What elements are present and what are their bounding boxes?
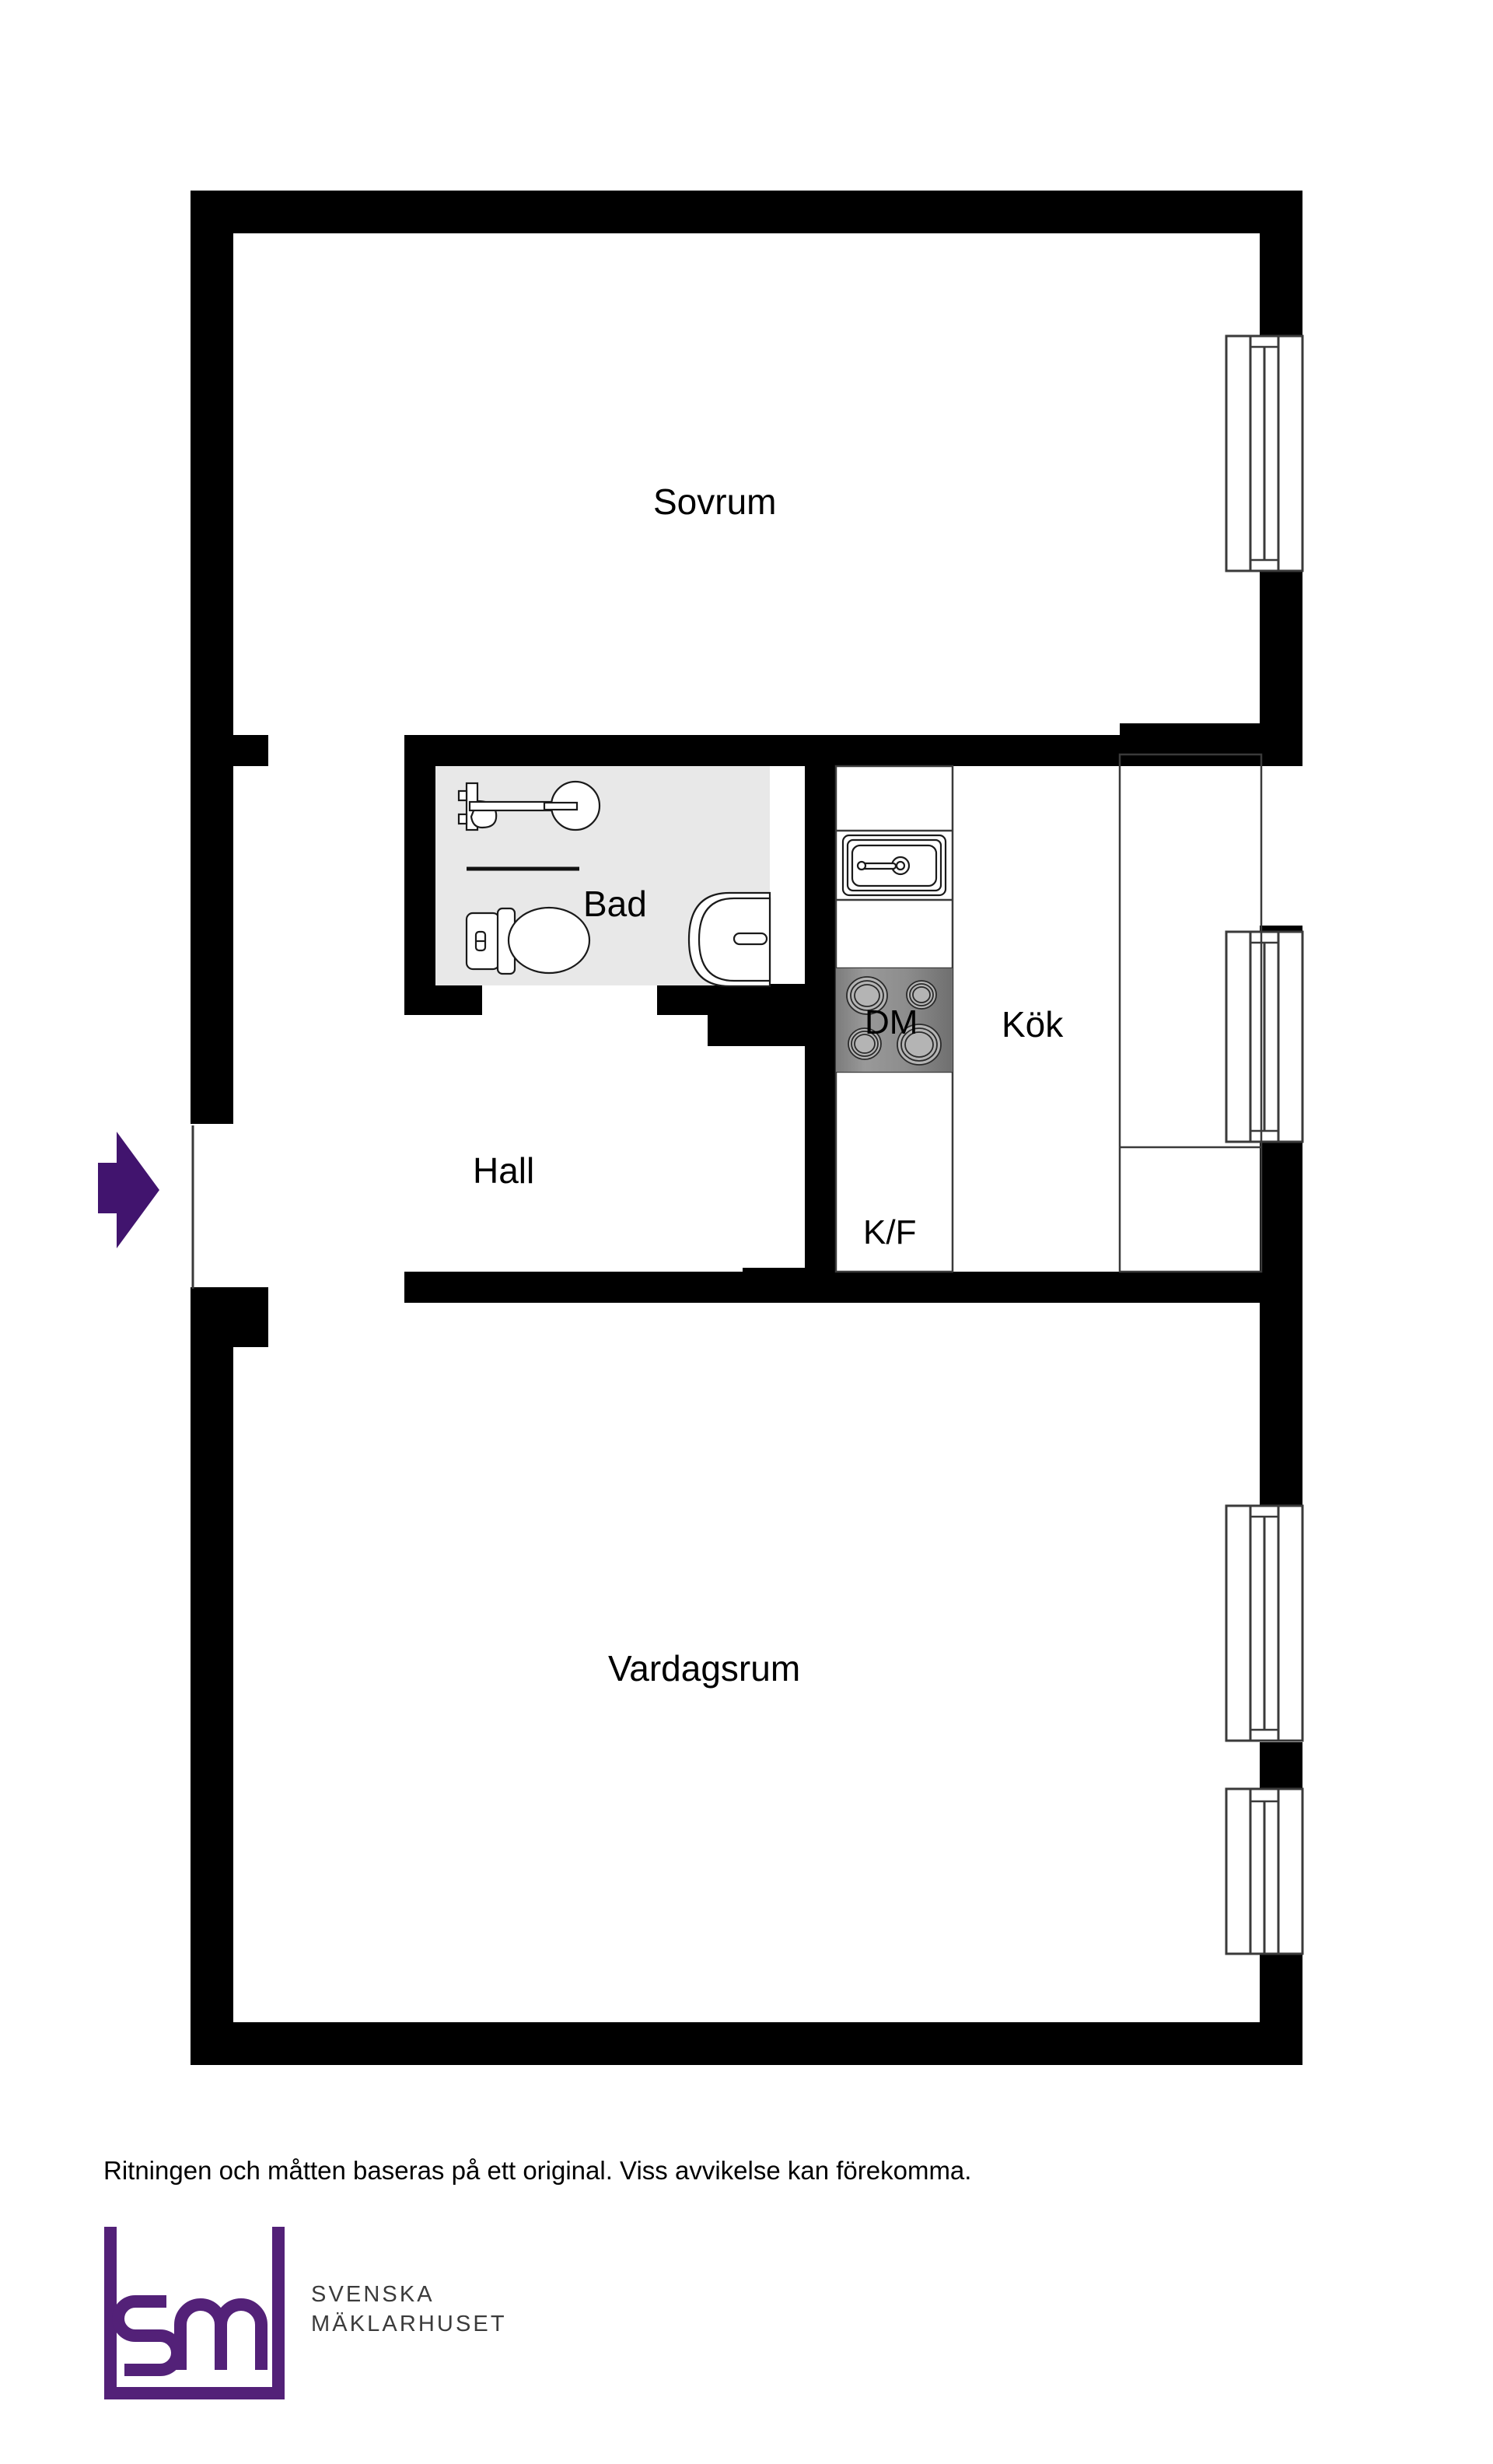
stove-icon [836, 968, 953, 1072]
window-sovrum [1225, 334, 1304, 572]
entry-arrow-icon [98, 1132, 159, 1248]
window-vardagsrum-upper [1225, 1504, 1304, 1742]
room-label-kok: Kök [1002, 1004, 1064, 1045]
disclaimer-caption: Ritningen och måtten baseras på ett orig… [103, 2156, 972, 2185]
room-label-sovrum: Sovrum [653, 481, 777, 522]
interior-walls [404, 723, 1302, 1303]
room-label-kf: K/F [863, 1213, 917, 1251]
smh-logo-icon [104, 2227, 285, 2399]
washbasin-icon [457, 780, 601, 831]
toilet-icon [465, 906, 591, 975]
room-label-dm: DM [865, 1003, 918, 1041]
window-kok [1225, 930, 1304, 1143]
interior-wall-stubs [233, 735, 268, 1347]
room-label-vardagsrum: Vardagsrum [608, 1648, 801, 1689]
brand-logo: SVENSKA MÄKLARHUSET [103, 2221, 507, 2399]
room-label-bad: Bad [583, 884, 647, 924]
kok-alcove-outline [1118, 753, 1263, 1273]
window-group [1225, 334, 1304, 1955]
logo-line-2: MÄKLARHUSET [311, 2312, 507, 2336]
shower-icon [687, 891, 771, 988]
room-label-hall: Hall [473, 1150, 535, 1191]
window-vardagsrum-lower [1225, 1787, 1304, 1955]
exterior-walls [191, 191, 1302, 2065]
logo-line-1: SVENSKA [311, 2282, 435, 2308]
kitchen-sink-icon [841, 834, 947, 897]
